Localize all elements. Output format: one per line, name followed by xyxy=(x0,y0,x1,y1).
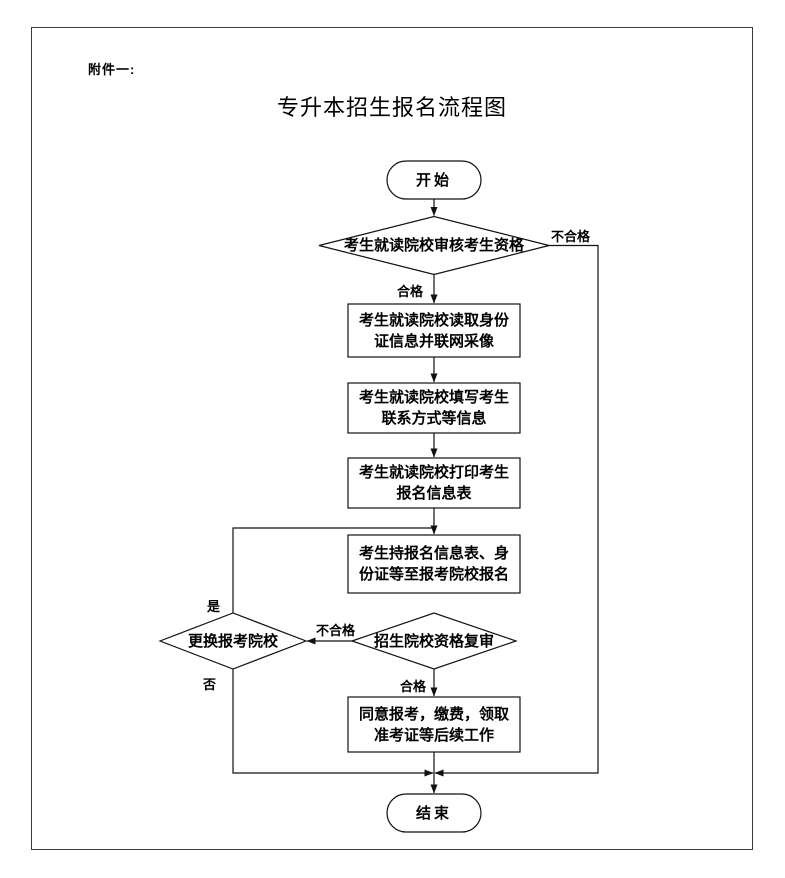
print-process-shape xyxy=(347,457,521,509)
edge-change-no-to-end xyxy=(232,669,434,777)
edge-change-yes-loop xyxy=(232,527,434,613)
attachment-label: 附件一: xyxy=(88,62,136,77)
page-border xyxy=(31,27,753,850)
review-decision-shape xyxy=(350,612,518,670)
edge-audit-fail-to-end xyxy=(434,244,599,777)
register-process-shape xyxy=(347,534,521,594)
contact-process-shape xyxy=(347,382,521,434)
change-school-decision-shape xyxy=(158,612,308,670)
end-terminator-shape xyxy=(386,793,482,833)
read-id-process-shape xyxy=(347,303,521,358)
audit-decision-shape xyxy=(318,215,550,276)
start-terminator-shape xyxy=(386,160,482,200)
page-title: 专升本招生报名流程图 xyxy=(276,95,507,120)
agree-process-shape xyxy=(347,696,521,753)
